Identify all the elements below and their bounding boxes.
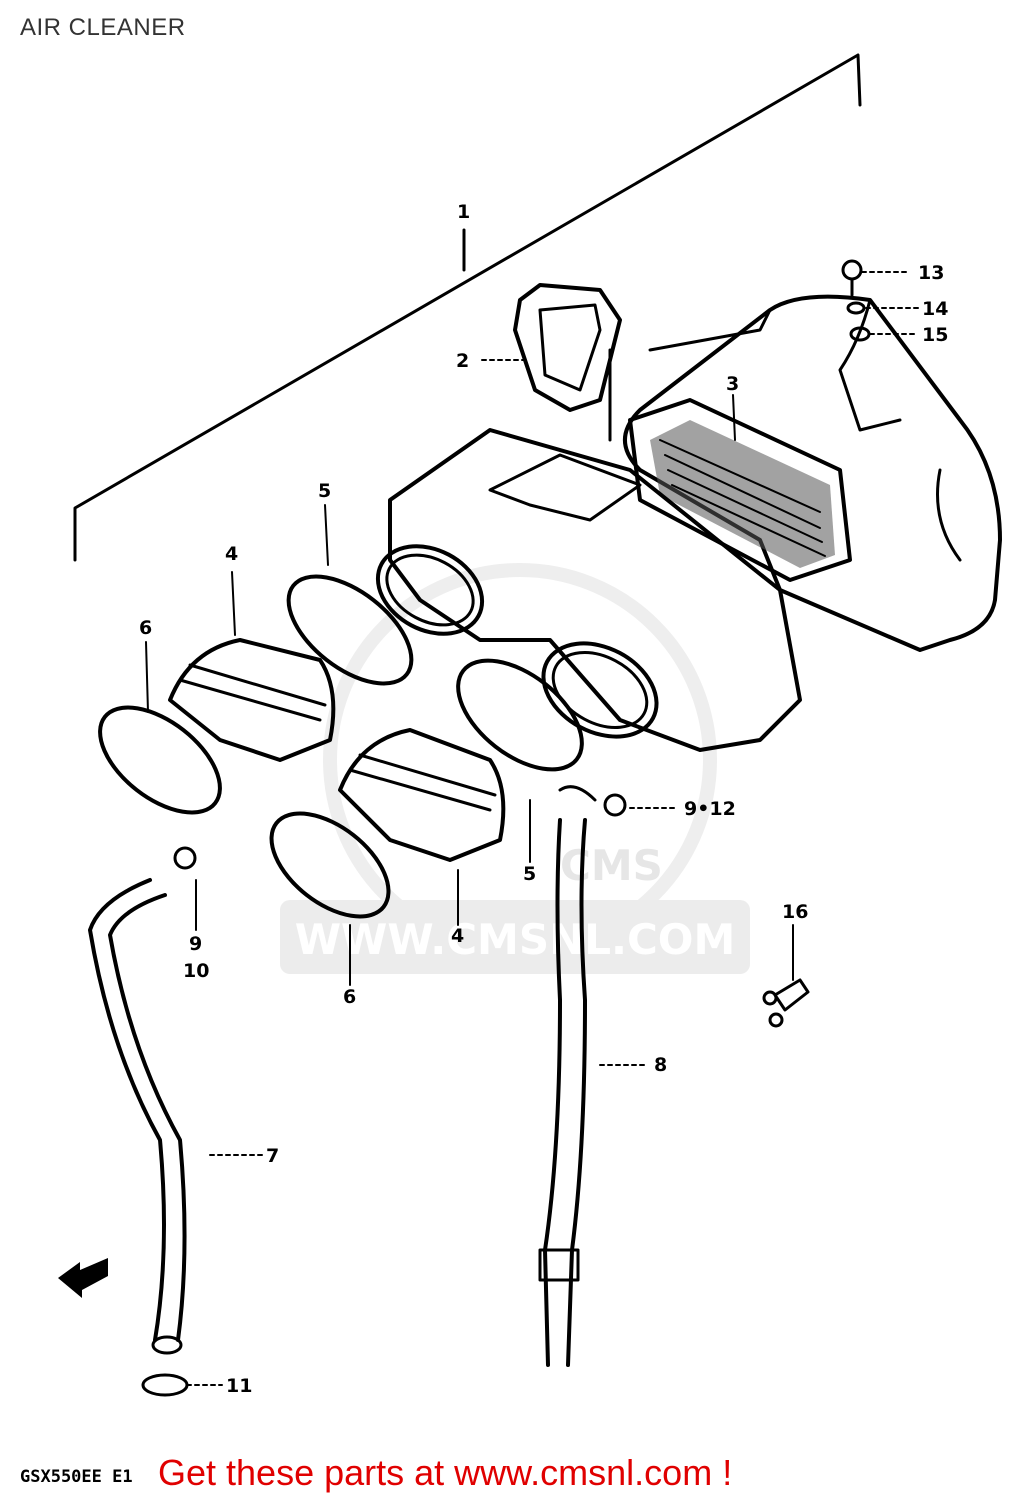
callout-4-upper: 4	[225, 543, 238, 565]
callout-14: 14	[922, 298, 948, 320]
clamps-and-pipes	[98, 574, 627, 919]
get-parts-link[interactable]: Get these parts at www.cmsnl.com !	[158, 1452, 733, 1493]
air-cleaner-case	[623, 294, 1002, 652]
watermark-url-text: WWW.CMSNL.COM	[295, 915, 736, 964]
hardware	[762, 259, 871, 1028]
callout-9: 9	[189, 933, 202, 955]
air-filter-element	[628, 398, 852, 582]
callout-16: 16	[782, 901, 808, 923]
callout-5-upper: 5	[318, 480, 331, 502]
callout-6-left: 6	[139, 617, 152, 639]
callout-9-12: 9•12	[684, 798, 736, 820]
callout-15: 15	[922, 324, 948, 346]
model-code: GSX550EE E1	[20, 1467, 133, 1487]
callout-7: 7	[266, 1145, 279, 1167]
callout-4-lower: 4	[451, 925, 464, 947]
callout-8: 8	[654, 1054, 667, 1076]
callout-1: 1	[457, 201, 470, 223]
hoses	[88, 785, 597, 1397]
callout-labels: 1 2 3 4 4 5 5 6 6 7 8 9 10 9•12 11 13 14…	[139, 201, 948, 1397]
callout-2: 2	[456, 350, 469, 372]
callout-11: 11	[226, 1375, 252, 1397]
callout-6-lower: 6	[343, 986, 356, 1008]
intake-housing	[375, 428, 802, 752]
page-title: AIR CLEANER	[20, 14, 186, 41]
watermark-logo-text: CMS	[560, 841, 663, 890]
front-arrow-icon	[58, 1258, 108, 1298]
callout-5-lower: 5	[523, 863, 536, 885]
assembly-bracket	[73, 53, 862, 562]
cover-plate	[513, 283, 622, 442]
watermark: CMS WWW.CMSNL.COM	[280, 563, 750, 974]
callout-10: 10	[183, 960, 209, 982]
callout-3: 3	[726, 373, 739, 395]
callout-13: 13	[918, 262, 944, 284]
leader-lines	[145, 271, 919, 1386]
